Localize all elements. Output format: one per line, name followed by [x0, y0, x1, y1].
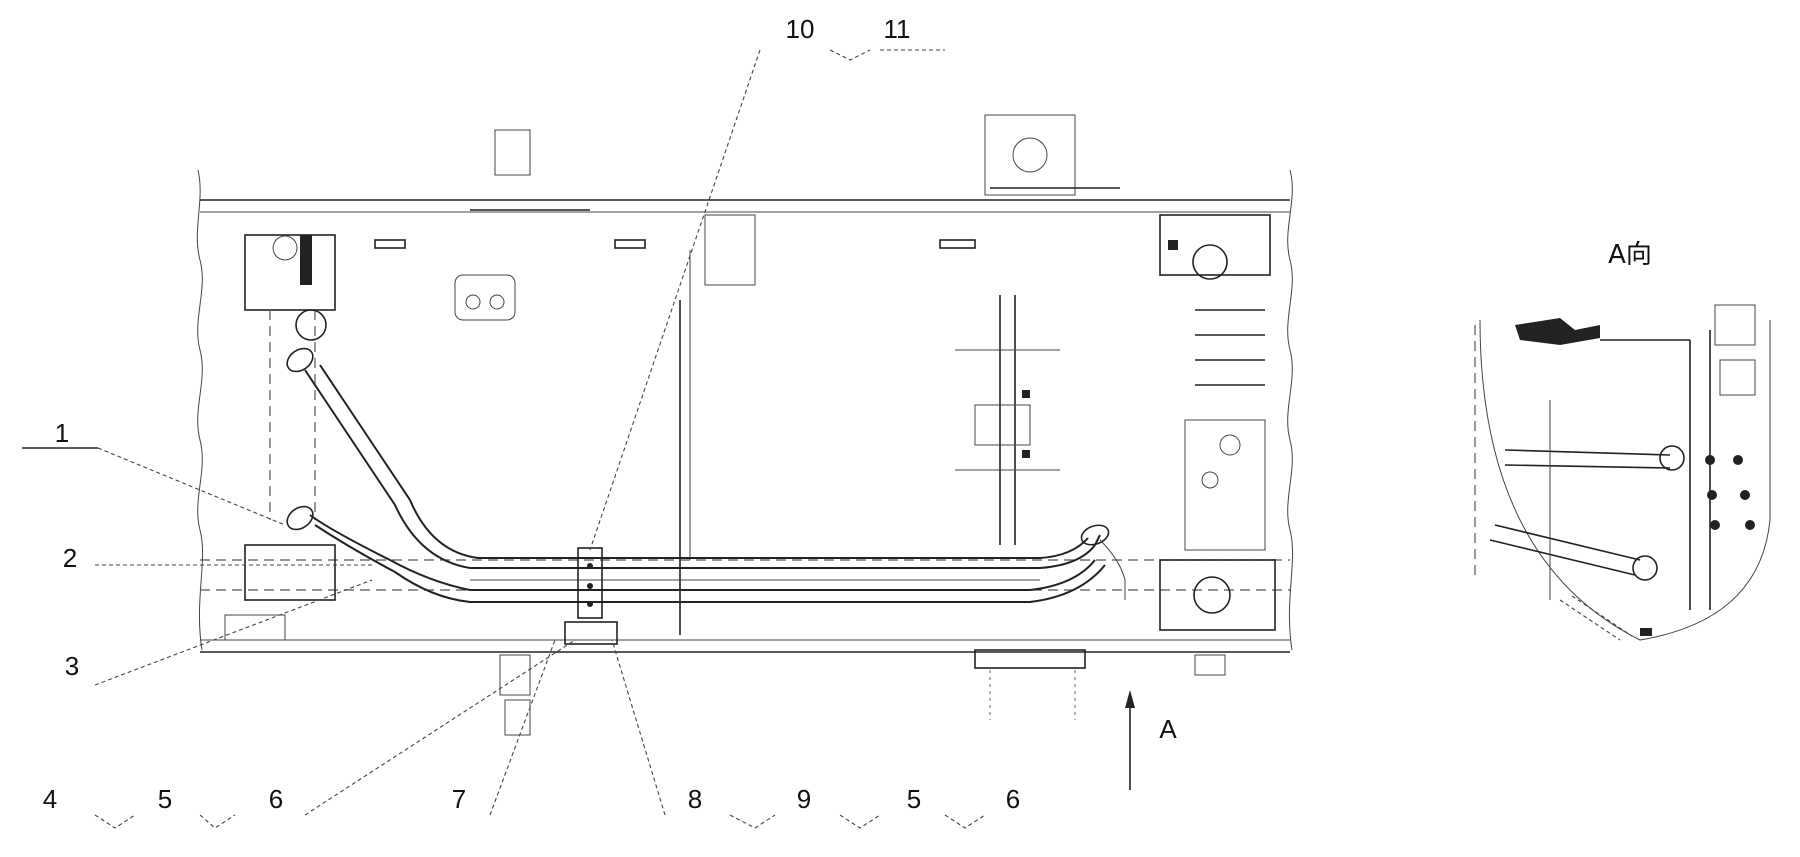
callout-7: 7 [452, 784, 466, 814]
pipe-harness [286, 347, 1126, 603]
left-cross-member [224, 234, 336, 641]
pipe-fitting-upper [286, 347, 314, 373]
callout-labels: 1 2 3 4 5 6 7 8 9 5 6 10 11 A [43, 14, 1178, 814]
callout-6-right: 6 [1006, 784, 1020, 814]
callout-2: 2 [63, 543, 77, 573]
auxiliary-view-title: A向 [1608, 240, 1652, 270]
callout-10: 10 [786, 14, 815, 44]
pipe-fitting-right [1080, 524, 1110, 546]
callout-8: 8 [688, 784, 702, 814]
aux-outline [1479, 319, 1771, 641]
right-cross-member [1159, 214, 1276, 631]
aux-fitting-upper [1659, 445, 1685, 471]
pipe-lower [309, 514, 1096, 591]
callout-5-left: 5 [158, 784, 172, 814]
main-view [196, 114, 1294, 790]
pipe-clamp [564, 547, 618, 645]
callout-9: 9 [797, 784, 811, 814]
frame-rails [200, 199, 1290, 653]
direction-arrow-label: A [1159, 714, 1177, 744]
callout-4: 4 [43, 784, 57, 814]
right-break-line [1287, 169, 1294, 651]
left-break-line [196, 169, 204, 651]
callout-5-right: 5 [907, 784, 921, 814]
aux-top-bracket [1515, 318, 1600, 345]
callout-6-left: 6 [269, 784, 283, 814]
pipe-upper [304, 369, 1101, 569]
callout-3: 3 [65, 651, 79, 681]
upper-middle-components [374, 129, 756, 635]
auxiliary-view-a: A向 [1474, 240, 1771, 641]
callout-11: 11 [884, 14, 911, 44]
pipe-fitting-lower [286, 505, 314, 531]
leader-lines [22, 49, 986, 829]
aux-fitting-lower [1632, 555, 1658, 581]
right-middle-components [939, 114, 1120, 545]
view-direction-arrow [1125, 690, 1135, 790]
bottom-brackets [499, 649, 1226, 736]
callout-1: 1 [55, 418, 69, 448]
